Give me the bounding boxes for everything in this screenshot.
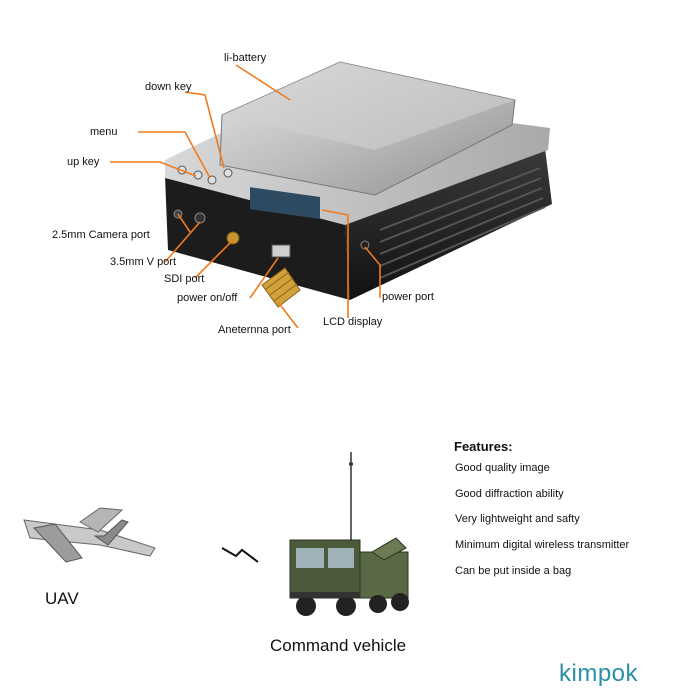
features-title: Features:: [454, 439, 513, 454]
antenna-connector: [261, 267, 301, 308]
device-front-panel: [165, 176, 350, 300]
label-li-battery: li-battery: [224, 52, 267, 64]
wireless-link-icon: [221, 547, 259, 563]
vehicle-illustration: [289, 452, 409, 616]
feature-item: Can be put inside a bag: [455, 565, 572, 577]
uav-illustration: [23, 507, 156, 563]
label-antenna-port: Aneternna port: [218, 324, 291, 336]
label-down-key: down key: [145, 81, 192, 93]
label-v-port: 3.5mm V port: [110, 256, 177, 268]
uav-label: UAV: [45, 589, 79, 608]
label-up-key: up key: [67, 156, 100, 168]
feature-item: Good quality image: [455, 462, 550, 474]
label-camera-port: 2.5mm Camera port: [52, 229, 150, 241]
feature-item: Very lightweight and safty: [455, 513, 580, 525]
label-menu: menu: [90, 126, 118, 138]
feature-item: Good diffraction ability: [455, 488, 564, 500]
label-lcd-display: LCD display: [323, 316, 383, 328]
vehicle-label: Command vehicle: [270, 636, 407, 655]
label-power-switch: power on/off: [177, 292, 238, 304]
device-side-panel: [345, 148, 552, 300]
brand-logo: kimpok: [559, 660, 639, 687]
feature-item: Minimum digital wireless transmitter: [455, 539, 630, 551]
lcd-screen: [250, 187, 320, 219]
label-sdi-port: SDI port: [164, 273, 205, 285]
label-power-port: power port: [382, 291, 434, 303]
leader-lines: [110, 64, 381, 329]
